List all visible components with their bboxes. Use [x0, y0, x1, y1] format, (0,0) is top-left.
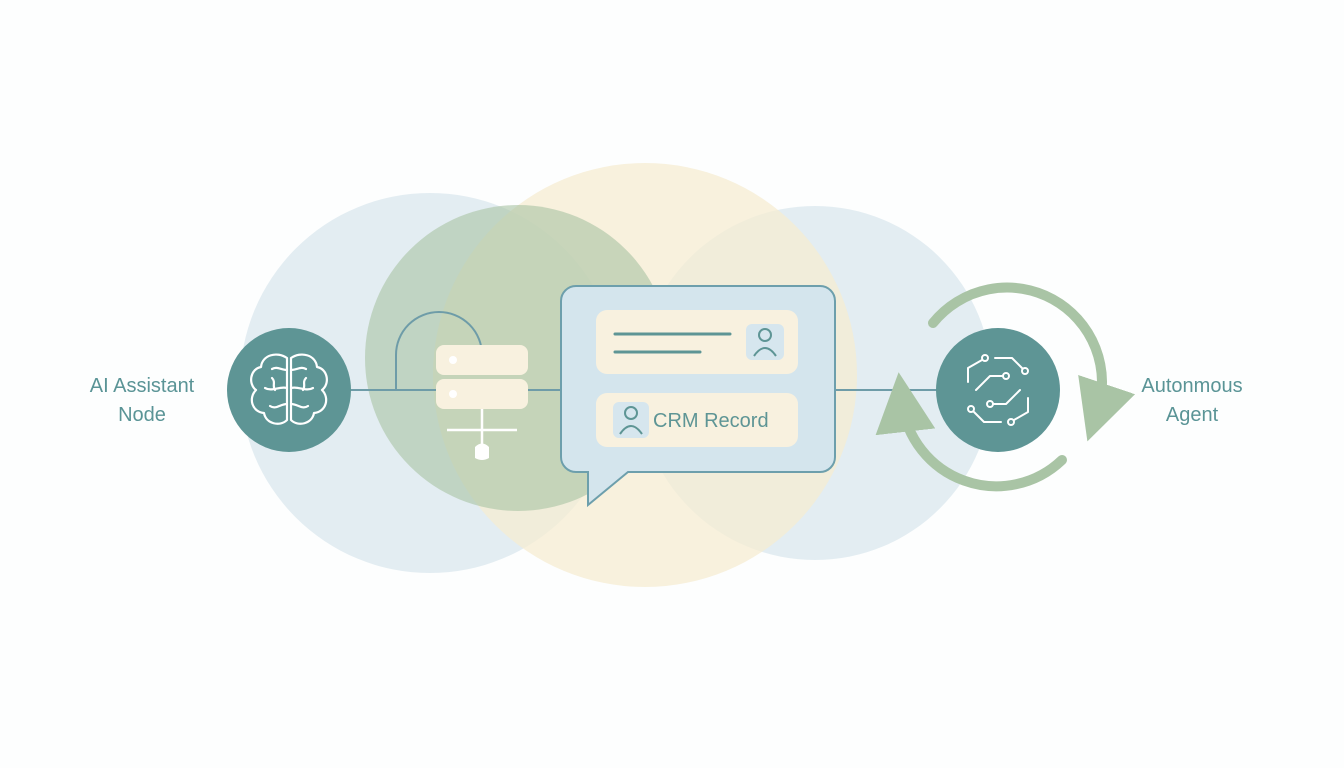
ai-assistant-node-circle — [227, 328, 351, 452]
ai-assistant-node-label: AI Assistant Node — [89, 375, 195, 426]
refresh-cycle-icon — [875, 282, 1136, 492]
top-card[interactable] — [596, 310, 798, 374]
brain-icon — [250, 353, 328, 425]
autonomous-agent-node[interactable] — [936, 328, 1060, 452]
ai-assistant-node[interactable] — [227, 328, 351, 452]
crm-record-label: CRM Record — [653, 410, 769, 432]
user-icon — [613, 402, 649, 438]
autonomous-agent-node-circle — [936, 328, 1060, 452]
chat-bubble: CRM Record — [560, 285, 836, 508]
crm-record-card[interactable]: CRM Record — [596, 393, 798, 447]
autonomous-agent-node-label: Autonmous Agent — [1141, 375, 1243, 426]
connector-arc — [395, 311, 483, 390]
server-icon — [436, 345, 528, 460]
circuit-icon — [967, 354, 1029, 426]
user-icon — [746, 324, 784, 360]
